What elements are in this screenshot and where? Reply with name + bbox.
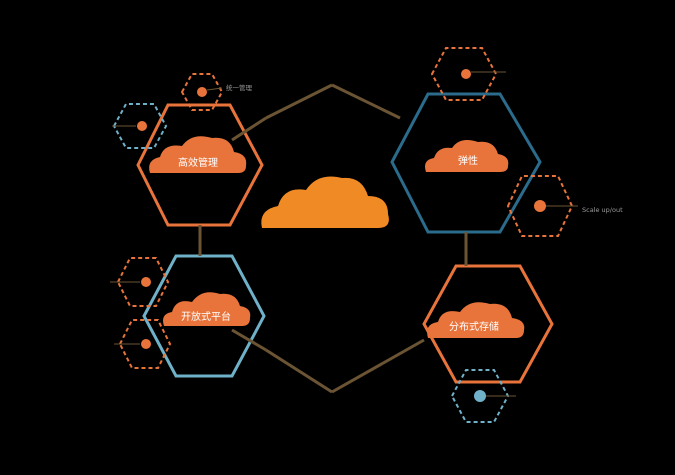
elastic-sub-hexagon-top [430, 47, 498, 101]
storage-label: 分布式存储 [449, 320, 499, 333]
elastic-sub-hexagon-right [506, 175, 574, 237]
connector-core-bottom-left [231, 328, 267, 352]
management-sub-hexagon-left [112, 103, 168, 149]
elastic-label: 弹性 [458, 154, 478, 167]
open-cloud-icon [163, 292, 251, 326]
open-sub-hexagon-bottom [118, 319, 172, 369]
management-hexagon [136, 103, 264, 227]
management-cloud-icon [149, 136, 247, 173]
open-top-node [141, 277, 151, 287]
elastic-cloud-icon [425, 140, 509, 172]
central-cloud-icon [261, 176, 389, 228]
management-left-node [137, 121, 147, 131]
connector-core-bottom [265, 348, 333, 394]
open-sub-hexagon-top [116, 257, 170, 307]
management-top-node [197, 87, 207, 97]
open-bottom-node [141, 339, 151, 349]
storage-cloud-icon [427, 302, 525, 338]
connector-core-top-right [331, 83, 401, 120]
open-hexagon [142, 254, 266, 378]
open-label: 开放式平台 [181, 310, 231, 323]
elastic-top-node [461, 69, 471, 79]
connector-core-top [265, 83, 333, 120]
elastic-right-node [534, 200, 546, 212]
storage-hexagon [422, 264, 554, 384]
elastic-hexagon-shape [390, 92, 542, 234]
central-logo [261, 176, 389, 228]
connector-core-top-left [231, 116, 267, 142]
management-top-leader [206, 87, 223, 91]
management-sub-hexagon-top [180, 73, 224, 111]
management-label: 高效管理 [178, 156, 218, 169]
management-top-text: 统一管理 [226, 83, 253, 92]
elastic-right-text-2: Scale up/out [582, 206, 623, 214]
storage-node [474, 390, 486, 402]
connector-core-bottom-right [331, 338, 425, 394]
